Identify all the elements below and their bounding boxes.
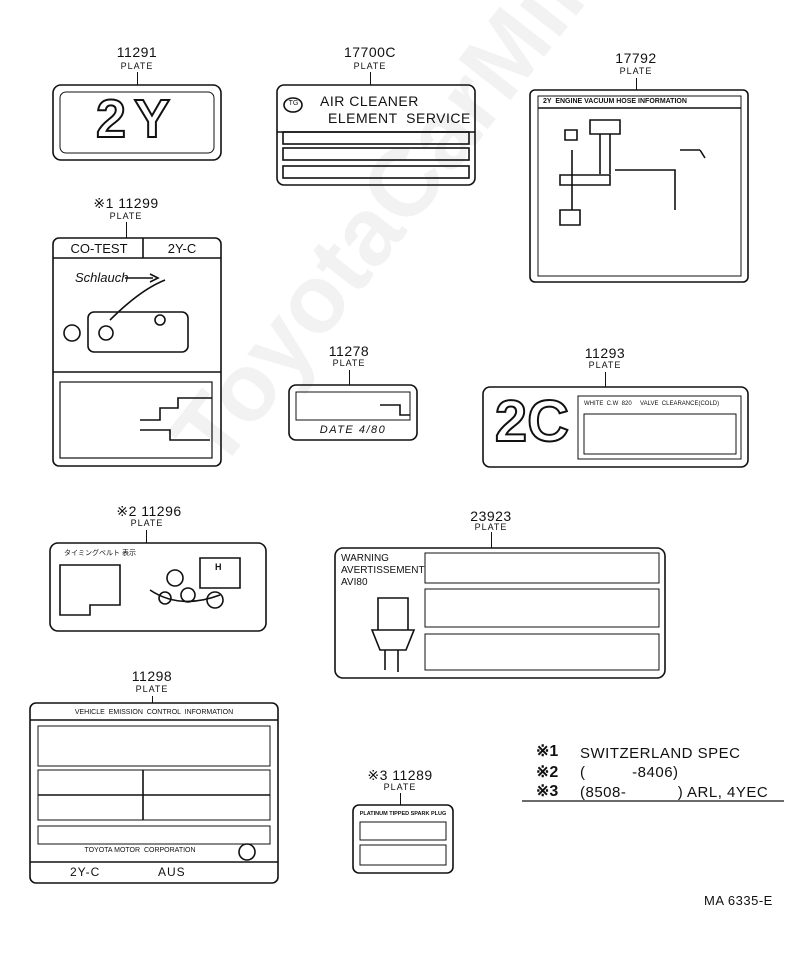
leader-11291 <box>137 72 138 85</box>
toyota-logo-icon: TG <box>288 100 299 107</box>
leader-11289 <box>400 793 401 805</box>
note-3-mark: ※3 <box>536 783 559 800</box>
plate-11296-outline <box>49 542 267 632</box>
plate-11299-hose: Schlauch <box>75 270 129 285</box>
plate-11296-mark: H <box>215 562 222 572</box>
leader-11278 <box>349 370 350 385</box>
note-1-text: SWITZERLAND SPEC <box>580 745 741 762</box>
plate-label-17792: PLATE <box>619 66 653 76</box>
plate-11299-right: 2Y-C <box>167 241 197 256</box>
part-number-17700c: 17700C <box>343 44 397 60</box>
plate-17792-title: 2Y ENGINE VACUUM HOSE INFORMATION <box>543 98 687 105</box>
plate-11293-header: WHITE C.W 820 VALVE CLEARANCE(COLD) <box>584 401 720 407</box>
plate-11299-left: CO-TEST <box>70 241 128 256</box>
plate-11293-big: 2C <box>494 388 570 455</box>
plate-11298-outline <box>29 702 279 884</box>
plate-label-11289: PLATE <box>383 782 417 792</box>
plate-11289-title: PLATINUM TIPPED SPARK PLUG <box>359 811 447 817</box>
note-2-text: ( -8406) <box>580 764 679 781</box>
plate-11298-title: VEHICLE EMISSION CONTROL INFORMATION <box>74 709 234 716</box>
plate-11291-text: 2Y <box>95 88 179 150</box>
part-number-23923: 23923 <box>470 508 512 524</box>
part-number-11293: 11293 <box>584 345 626 361</box>
plate-11298-maker: TOYOTA MOTOR CORPORATION <box>84 847 196 854</box>
plate-11298-model: 2Y-C <box>70 865 101 879</box>
plate-11293-outline <box>482 386 749 468</box>
plate-17700c-line2: ELEMENT SERVICE <box>328 110 471 126</box>
plate-label-11291: PLATE <box>120 61 154 71</box>
leader-17792 <box>636 78 637 90</box>
plate-label-23923: PLATE <box>474 522 508 532</box>
leader-17700c <box>370 72 371 85</box>
part-number-11289: ※3 11289 <box>367 767 433 783</box>
part-number-11291: 11291 <box>116 44 158 60</box>
plate-11296-title: タイミングベルト 表示 <box>64 550 136 557</box>
figure-code: MA 6335-E <box>704 893 773 908</box>
plate-23923-outline <box>334 547 666 679</box>
plate-11278-date: DATE 4/80 <box>319 424 387 436</box>
part-number-11298: 11298 <box>131 668 173 684</box>
leader-11299 <box>126 222 127 238</box>
leader-23923 <box>491 532 492 548</box>
plate-23923-line2: AVERTISSEMENT <box>341 565 425 576</box>
plate-11298-market: AUS <box>158 865 186 879</box>
plate-11299-outline <box>52 237 222 467</box>
plate-label-11278: PLATE <box>332 358 366 368</box>
plate-17700c-outline <box>276 84 476 186</box>
plate-11278-outline <box>288 384 418 441</box>
note-3-text: (8508- ) ARL, 4YEC <box>580 784 769 801</box>
plate-11291-outline <box>52 84 222 161</box>
leader-11296 <box>146 530 147 543</box>
plate-11289-outline <box>352 804 454 874</box>
plate-23923-line3: AVI80 <box>341 577 368 588</box>
note-1-mark: ※1 <box>536 743 559 760</box>
plate-label-11293: PLATE <box>588 360 622 370</box>
plate-label-11296: PLATE <box>130 518 164 528</box>
plate-17700c-line1: AIR CLEANER <box>320 93 419 109</box>
part-number-11278: 11278 <box>328 343 370 359</box>
note-2-mark: ※2 <box>536 764 559 781</box>
plate-23923-text: WARNING AVERTISSEMENT AVI80 <box>341 553 425 589</box>
part-number-11299: ※1 11299 <box>93 195 159 211</box>
plate-label-11299: PLATE <box>109 211 143 221</box>
plate-23923-line1: WARNING <box>341 553 389 564</box>
leader-11293 <box>605 372 606 387</box>
plate-17792-outline <box>529 89 749 283</box>
part-number-17792: 17792 <box>615 50 657 66</box>
plate-label-11298: PLATE <box>135 684 169 694</box>
part-number-11296: ※2 11296 <box>116 503 182 519</box>
plate-label-17700c: PLATE <box>353 61 387 71</box>
leader-11298 <box>152 696 153 703</box>
